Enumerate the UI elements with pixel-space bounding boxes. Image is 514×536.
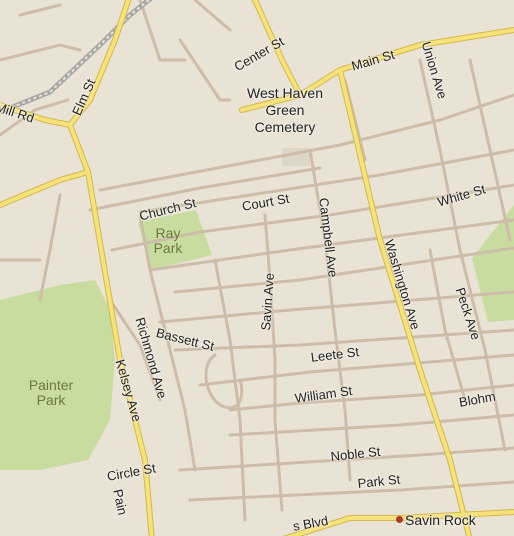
label-ray-park: Ray Park — [148, 226, 188, 256]
minor-roads — [0, 0, 514, 522]
label-cemetery-line2: Green — [265, 102, 305, 118]
savin-rock-marker-icon[interactable] — [396, 516, 403, 523]
label-painter-park-line2: Park — [36, 392, 66, 408]
ray-park-area — [138, 210, 212, 270]
label-savin-rock[interactable]: Savin Rock — [405, 512, 476, 528]
label-cemetery-line3: Cemetery — [254, 119, 316, 135]
painter-park-area — [0, 280, 115, 470]
label-painter-park-line1: Painter — [28, 377, 74, 393]
label-ray-park-line2: Park — [153, 240, 183, 256]
label-savin-ave: Savin Ave — [258, 272, 277, 331]
label-painter-park: Painter Park — [20, 378, 82, 408]
label-cemetery: West Haven Green Cemetery — [226, 85, 344, 136]
label-ray-park-line1: Ray — [155, 225, 181, 241]
railway-line — [0, 0, 153, 115]
label-cemetery-line1: West Haven — [247, 85, 323, 101]
